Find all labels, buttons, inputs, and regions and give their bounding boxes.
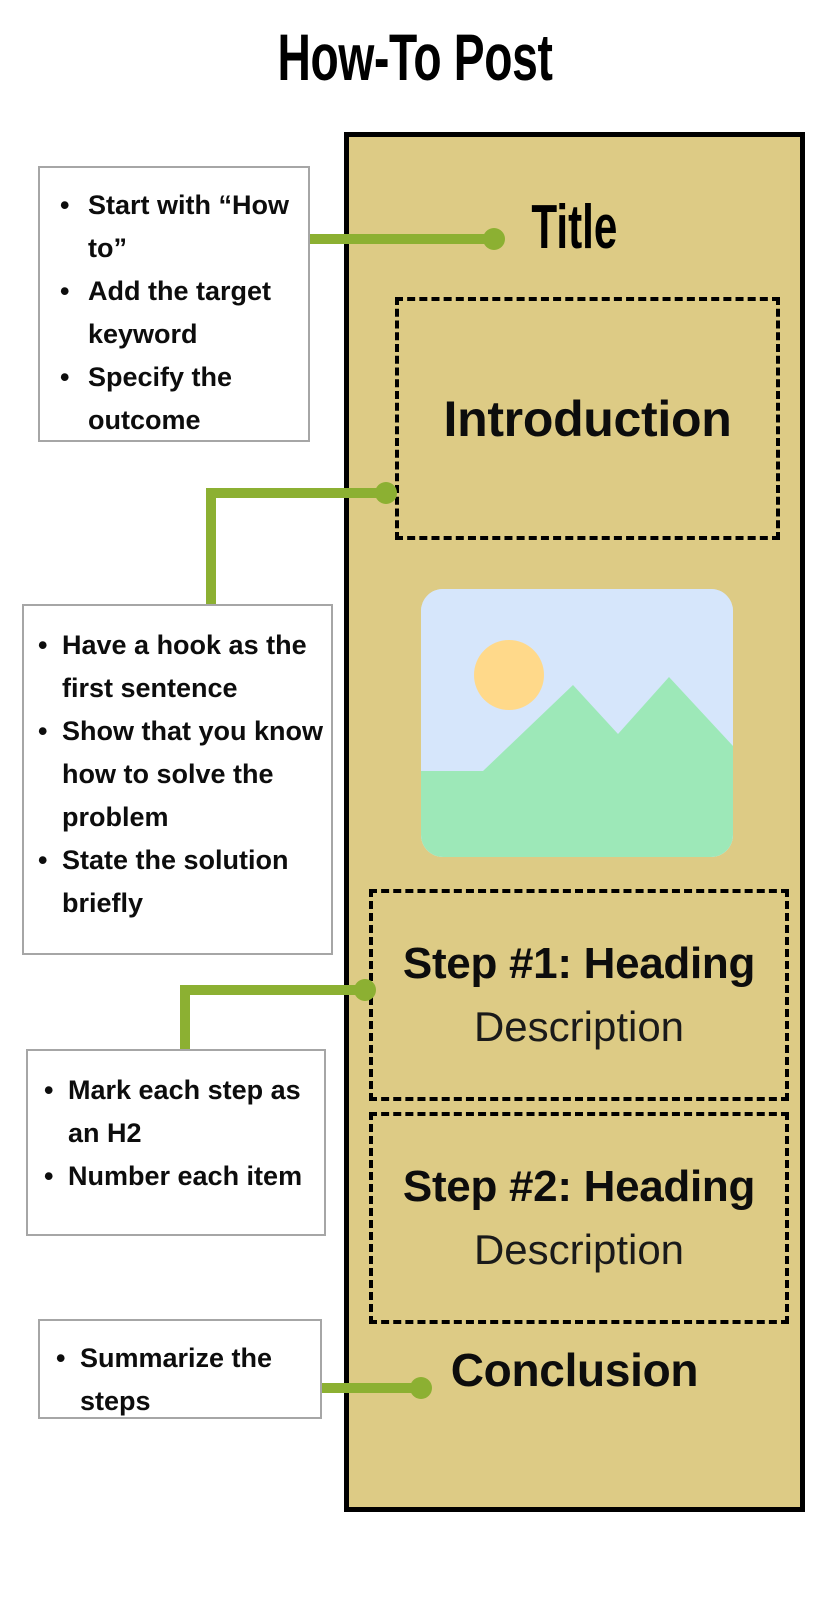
connector-dot-step1 (354, 979, 376, 1001)
connector-line-step1-horizontal (180, 985, 366, 995)
image-placeholder (421, 589, 733, 857)
callout-box-steps: Mark each step as an H2 Number each item (26, 1049, 326, 1236)
post-layout-panel: Title Introduction Step #1: Heading Desc… (344, 132, 805, 1512)
connector-dot-introduction (375, 482, 397, 504)
callout-box-introduction: Have a hook as the first sentence Show t… (22, 604, 333, 955)
introduction-block: Introduction (395, 297, 780, 540)
list-item: Number each item (36, 1155, 316, 1198)
connector-line-step1-vertical (180, 985, 190, 1051)
page-title: How-To Post (277, 20, 553, 94)
list-item: State the solution briefly (32, 839, 323, 925)
callout-box-conclusion: Summarize the steps (38, 1319, 322, 1419)
introduction-label: Introduction (443, 390, 732, 447)
list-item: Mark each step as an H2 (36, 1069, 316, 1155)
conclusion-label: Conclusion (450, 1344, 699, 1396)
step-1-heading: Step #1: Heading (402, 939, 756, 988)
connector-dot-conclusion (410, 1377, 432, 1399)
image-placeholder-icon (421, 589, 733, 857)
list-item: Add the target keyword (50, 270, 298, 356)
connector-line-introduction-vertical (206, 488, 216, 606)
connector-line-conclusion (306, 1383, 422, 1393)
step-2-heading: Step #2: Heading (402, 1162, 756, 1211)
callout-title-list: Start with “How to” Add the target keywo… (50, 184, 298, 442)
list-item: Have a hook as the first sentence (32, 624, 323, 710)
list-item: Show that you know how to solve the prob… (32, 710, 323, 839)
callout-introduction-list: Have a hook as the first sentence Show t… (32, 624, 323, 925)
connector-line-introduction-horizontal (206, 488, 386, 498)
callout-steps-list: Mark each step as an H2 Number each item (36, 1069, 316, 1198)
step-block-2: Step #2: Heading Description (369, 1112, 789, 1324)
list-item: Start with “How to” (50, 184, 298, 270)
list-item: Summarize the steps (48, 1337, 312, 1423)
callout-conclusion-list: Summarize the steps (48, 1337, 312, 1423)
step-block-1: Step #1: Heading Description (369, 889, 789, 1101)
callout-box-title: Start with “How to” Add the target keywo… (38, 166, 310, 442)
post-title-text: Title (531, 193, 618, 262)
step-2-description: Description (473, 1226, 685, 1273)
connector-line-title (310, 234, 490, 244)
step-1-description: Description (473, 1003, 685, 1050)
list-item: Specify the outcome (50, 356, 298, 442)
connector-dot-title (483, 228, 505, 250)
